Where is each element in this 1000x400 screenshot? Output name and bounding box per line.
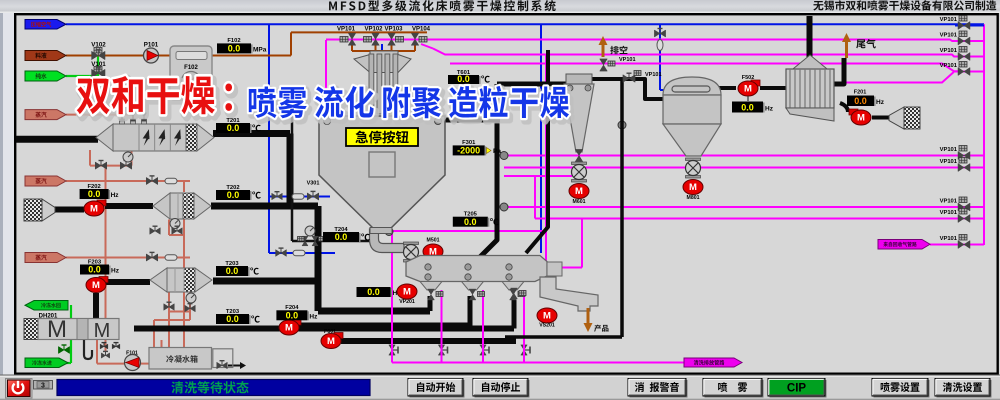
svg-text:M601: M601 bbox=[573, 199, 586, 205]
svg-text:M: M bbox=[47, 316, 67, 343]
svg-text:VP101: VP101 bbox=[940, 33, 958, 39]
svg-text:T203: T203 bbox=[225, 261, 239, 267]
svg-text:F101: F101 bbox=[126, 351, 138, 357]
svg-text:DH201: DH201 bbox=[39, 314, 58, 320]
svg-text:0.0: 0.0 bbox=[226, 314, 239, 324]
svg-text:F102: F102 bbox=[227, 38, 240, 44]
svg-text:M: M bbox=[92, 280, 100, 291]
svg-text:M: M bbox=[543, 311, 551, 322]
svg-text:F102: F102 bbox=[184, 65, 198, 71]
svg-text:M801: M801 bbox=[687, 195, 700, 201]
svg-text:VP101: VP101 bbox=[940, 159, 958, 165]
svg-text:Hz: Hz bbox=[765, 106, 774, 113]
svg-text:T205: T205 bbox=[464, 212, 478, 218]
svg-text:0.0: 0.0 bbox=[741, 103, 754, 113]
svg-text:F202: F202 bbox=[87, 184, 100, 190]
svg-text:0.0: 0.0 bbox=[88, 189, 101, 199]
svg-text:Pa: Pa bbox=[493, 148, 501, 155]
svg-text:CIP: CIP bbox=[787, 382, 807, 394]
svg-text:Hz: Hz bbox=[309, 313, 318, 320]
svg-text:MPa: MPa bbox=[253, 46, 267, 53]
svg-text:VP101: VP101 bbox=[940, 199, 958, 205]
svg-text:0.0: 0.0 bbox=[228, 44, 241, 54]
svg-text:M: M bbox=[575, 186, 583, 197]
svg-text:P101: P101 bbox=[144, 42, 159, 49]
svg-text:T204: T204 bbox=[334, 227, 348, 233]
svg-text:VP101: VP101 bbox=[619, 57, 636, 63]
svg-text:M: M bbox=[429, 247, 437, 258]
svg-text:M: M bbox=[94, 320, 111, 342]
svg-text:V301: V301 bbox=[307, 181, 320, 187]
svg-text:0.0: 0.0 bbox=[286, 311, 299, 321]
svg-text:0.0: 0.0 bbox=[367, 287, 380, 297]
svg-text:T601: T601 bbox=[457, 70, 471, 76]
svg-text:VS201: VS201 bbox=[539, 323, 555, 329]
svg-text:VP101: VP101 bbox=[940, 147, 958, 153]
svg-text:0.0: 0.0 bbox=[854, 96, 867, 106]
svg-text:0.0: 0.0 bbox=[226, 266, 239, 276]
svg-text:3: 3 bbox=[41, 383, 45, 390]
svg-text:VP102: VP102 bbox=[364, 27, 383, 33]
svg-text:M: M bbox=[689, 182, 697, 193]
svg-text:F203: F203 bbox=[88, 259, 102, 265]
svg-text:0.0: 0.0 bbox=[227, 190, 240, 200]
svg-text:Hz: Hz bbox=[111, 268, 120, 275]
svg-text:M: M bbox=[744, 84, 752, 95]
svg-text:0.0: 0.0 bbox=[335, 232, 348, 242]
svg-text:M: M bbox=[285, 323, 293, 334]
svg-text:M501: M501 bbox=[427, 238, 440, 244]
svg-text:VP101: VP101 bbox=[337, 27, 356, 33]
svg-text:VP103: VP103 bbox=[384, 27, 403, 33]
svg-text:VP101: VP101 bbox=[940, 63, 958, 69]
svg-text:0.0: 0.0 bbox=[457, 74, 470, 84]
svg-text:P601: P601 bbox=[324, 329, 336, 335]
svg-text:T201: T201 bbox=[226, 118, 240, 124]
svg-text:F201: F201 bbox=[854, 90, 867, 96]
svg-text:-2000: -2000 bbox=[457, 146, 480, 156]
svg-text:F301: F301 bbox=[462, 140, 476, 146]
svg-text:V101: V101 bbox=[91, 61, 106, 68]
svg-text:F502: F502 bbox=[742, 75, 755, 81]
svg-text:Hz: Hz bbox=[876, 99, 885, 106]
svg-text:VP201: VP201 bbox=[399, 299, 415, 305]
svg-text:VP101: VP101 bbox=[940, 236, 958, 242]
svg-text:M: M bbox=[857, 113, 865, 124]
svg-text:T203: T203 bbox=[226, 309, 240, 315]
svg-text:M: M bbox=[90, 204, 98, 215]
svg-text:M: M bbox=[327, 336, 335, 347]
svg-text:0.0: 0.0 bbox=[464, 217, 477, 227]
svg-text:VP104: VP104 bbox=[412, 27, 431, 33]
svg-text:VP101: VP101 bbox=[940, 17, 958, 23]
svg-text:VP101: VP101 bbox=[940, 48, 958, 54]
svg-text:0.0: 0.0 bbox=[227, 123, 240, 133]
svg-text:Hz: Hz bbox=[111, 192, 120, 199]
svg-text:VP101: VP101 bbox=[645, 72, 662, 78]
svg-text:T202: T202 bbox=[226, 185, 239, 191]
svg-text:V102: V102 bbox=[91, 42, 106, 49]
svg-text:M: M bbox=[403, 287, 411, 298]
svg-text:F204: F204 bbox=[285, 305, 299, 311]
svg-text:0.0: 0.0 bbox=[88, 265, 101, 275]
svg-text:VP101: VP101 bbox=[940, 210, 958, 216]
